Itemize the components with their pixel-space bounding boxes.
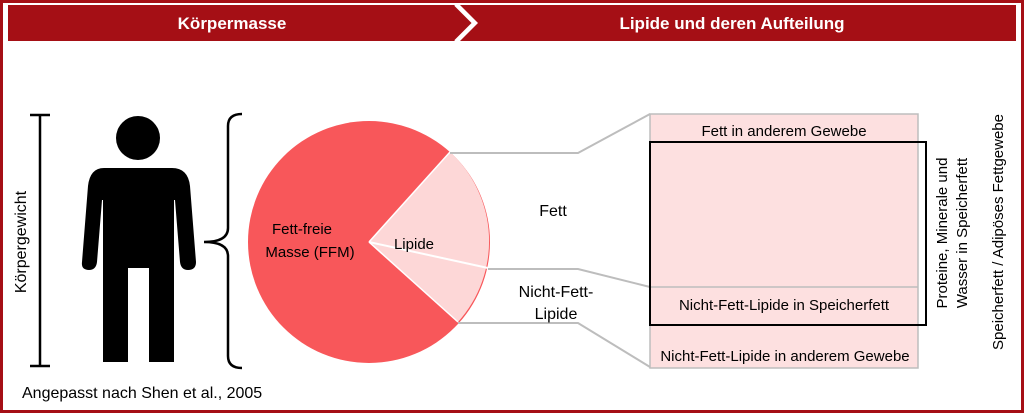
storage-fat-box <box>649 141 927 326</box>
body-weight-label: Körpergewicht <box>13 190 30 293</box>
fett-other-tissue-label: Fett in anderem Gewebe <box>701 123 866 140</box>
pie-lipide-slice <box>369 152 490 322</box>
vertical-inner-line2: Wasser in Speicherfett <box>954 157 971 308</box>
person-icon <box>81 116 196 362</box>
pie-chart: Fett-freie Masse (FFM) Lipide <box>248 121 490 363</box>
pie-lipide-divider <box>368 241 489 269</box>
curly-brace <box>203 112 243 370</box>
pie-lipide-label: Lipide <box>394 236 434 253</box>
fett-label: Fett <box>539 203 567 220</box>
header-arrow-divider <box>454 4 475 42</box>
header-right-segment <box>460 5 1016 41</box>
header-right-title: Lipide und deren Aufteilung <box>619 14 844 33</box>
header-left-segment <box>8 5 473 41</box>
nonfat-lipide-label-line1: Nicht-Fett- <box>519 284 594 301</box>
source-caption: Angepasst nach Shen et al., 2005 <box>22 385 262 402</box>
connector-lines <box>450 113 651 368</box>
pie-ffm-label-line1: Fett-freie <box>272 221 332 238</box>
vertical-outer-label: Speicherfett / Adipöses Fettgewebe <box>990 114 1007 350</box>
nonfat-lipide-label-line2: Lipide <box>535 306 578 323</box>
nonfat-storage-label: Nicht-Fett-Lipide in Speicherfett <box>679 297 890 314</box>
header-left-title: Körpermasse <box>178 14 287 33</box>
vertical-inner-line1: Proteine, Minerale und <box>934 158 951 309</box>
lipid-distribution-box <box>649 113 919 369</box>
header-bar: Körpermasse Lipide und deren Aufteilung <box>8 4 1016 42</box>
body-weight-axis <box>30 113 50 368</box>
pie-ffm-label-line2: Masse (FFM) <box>265 244 354 261</box>
nonfat-other-tissue-label: Nicht-Fett-Lipide in anderem Gewebe <box>660 348 909 365</box>
